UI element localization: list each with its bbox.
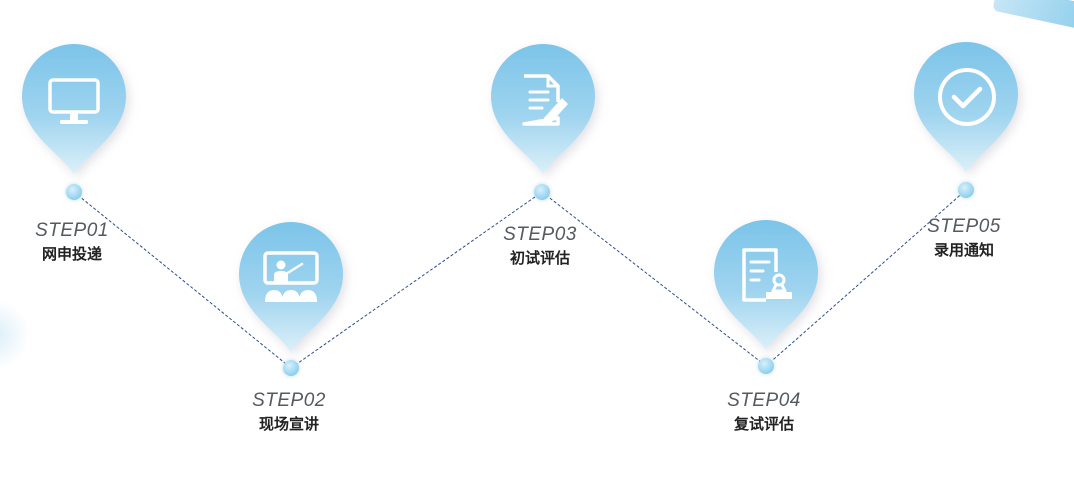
- step-3-label: STEP03 初试评估: [470, 224, 610, 269]
- step-2-number: STEP02: [252, 390, 326, 411]
- step-1-node: [66, 184, 82, 200]
- step-2-label: STEP02 现场宣讲: [219, 390, 359, 435]
- document-edit-icon: [522, 74, 568, 126]
- connector-4-5: [765, 189, 967, 367]
- step-2-node: [283, 360, 299, 376]
- step-5-title: 录用通知: [933, 241, 994, 259]
- presentation-board-icon: [263, 251, 319, 302]
- connector-1-2: [73, 191, 292, 369]
- step-5-node: [958, 182, 974, 198]
- step-4-label: STEP04 复试评估: [694, 390, 834, 435]
- step-3-number: STEP03: [503, 224, 577, 245]
- step-5-pin: [912, 40, 1020, 174]
- step-1-number: STEP01: [35, 220, 109, 241]
- connector-2-3: [290, 191, 543, 369]
- step-5-number: STEP05: [927, 216, 1001, 237]
- step-4-number: STEP04: [727, 390, 801, 411]
- check-circle-icon: [938, 68, 996, 126]
- step-5-label: STEP05 录用通知: [894, 216, 1034, 261]
- step-4-node: [758, 358, 774, 374]
- computer-monitor-icon: [48, 78, 100, 124]
- connector-3-4: [541, 191, 767, 367]
- step-2-title: 现场宣讲: [258, 415, 319, 433]
- step-3-node: [534, 184, 550, 200]
- step-1-label: STEP01 网申投递: [2, 220, 142, 265]
- step-4-title: 复试评估: [733, 415, 794, 433]
- step-1-title: 网申投递: [41, 245, 102, 263]
- document-stamp-icon: [742, 248, 792, 302]
- step-3-title: 初试评估: [509, 249, 570, 267]
- step-1-pin: [20, 42, 128, 176]
- step-4-pin: [712, 218, 820, 352]
